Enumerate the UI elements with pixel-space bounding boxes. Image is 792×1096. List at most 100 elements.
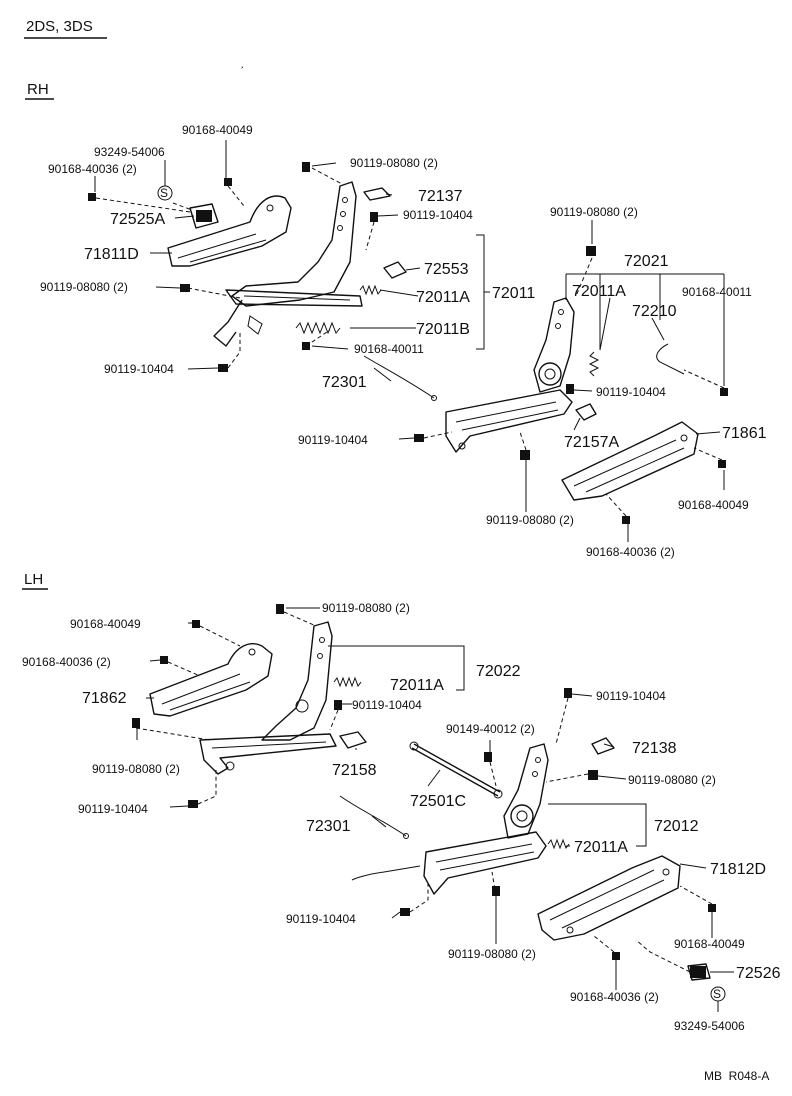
lh-handle-bar <box>351 865 421 881</box>
rh-label-90119-10404-bottom: 90119-10404 <box>298 433 368 447</box>
lh-bolt-90119-08080-right <box>588 770 598 780</box>
rh-label-72553: 72553 <box>424 261 469 278</box>
lh-recliner-gear <box>510 804 534 828</box>
rh-label-90168-40036-right: 90168-40036 (2) <box>586 545 675 559</box>
rh-track <box>445 389 573 453</box>
lh-rod-end-2 <box>493 789 503 799</box>
lh-label-72158: 72158 <box>332 762 377 779</box>
lh-arm-hole-2 <box>532 771 538 777</box>
rh-clip-body <box>196 210 212 222</box>
rh-right-leaders <box>398 220 725 542</box>
rh-gear-hub <box>544 368 556 380</box>
lh-label-90168-40036-bottom: 90168-40036 (2) <box>570 990 659 1004</box>
rh-track-foot <box>458 442 466 450</box>
rh-cover-71861 <box>561 421 699 501</box>
rh-label-72137: 72137 <box>418 188 463 205</box>
rh-label-72210: 72210 <box>632 303 677 320</box>
rh-cover-71861-hole <box>680 434 688 442</box>
rh-label-72301: 72301 <box>322 374 367 391</box>
lh-right-dash-lines <box>409 697 713 973</box>
rh-bracket-72011 <box>476 234 490 350</box>
rh-label-71861: 71861 <box>722 425 767 442</box>
lh-rod-end-1 <box>409 741 419 751</box>
lh-label-72138: 72138 <box>632 740 677 757</box>
lh-cover-71862 <box>149 643 273 717</box>
lh-bolt-90119-10404-right <box>564 688 572 698</box>
rh-bolt-90119-10404-bottom <box>414 434 424 442</box>
rh-section-label: RH <box>27 81 49 98</box>
rh-cable-72301 <box>363 355 435 399</box>
lh-bolt-90168-40049 <box>192 620 200 628</box>
rh-adjuster-frame <box>231 181 357 307</box>
rh-label-90119-08080-bottom: 90119-08080 (2) <box>486 513 574 527</box>
lh-right-leaders <box>391 693 734 1012</box>
lh-frame-hole-1 <box>319 637 325 643</box>
rh-bolt-90119-08080-bottom <box>520 450 530 460</box>
rh-label-71811D: 71811D <box>84 246 139 263</box>
rh-bolt-90168-40036 <box>88 193 96 201</box>
rh-label-72011A: 72011A <box>416 289 470 306</box>
stray-mark: ˏ <box>240 55 244 69</box>
lh-bolt-90149-40012 <box>484 752 492 762</box>
lh-arm-hole-1 <box>535 757 541 763</box>
rh-leaders-left <box>94 140 421 382</box>
rh-plate-72553 <box>383 261 407 279</box>
lh-label-90119-10404-bottom: 90119-10404 <box>286 912 356 926</box>
rh-track-cover-71811D <box>167 195 292 267</box>
lh-cover-71812D-hole-2 <box>566 926 574 934</box>
rh-label-72011: 72011 <box>492 285 535 302</box>
lh-spring-right <box>547 838 570 850</box>
rh-track-rails <box>455 401 559 431</box>
rh-bracket <box>247 315 263 335</box>
lh-adjuster-frame <box>261 621 333 741</box>
lh-label-72012: 72012 <box>654 818 699 835</box>
lh-label-90119-08080-bottom: 90119-08080 (2) <box>448 947 536 961</box>
lh-label-90119-10404-right: 90119-10404 <box>596 689 666 703</box>
rh-bolt-90119-08080-top <box>302 162 310 172</box>
lh-bolt-90168-40036 <box>160 656 168 664</box>
rh-frame-hole-3 <box>337 225 343 231</box>
lh-label-90119-10404-left: 90119-10404 <box>78 802 148 816</box>
lh-rail <box>199 733 337 775</box>
rh-cable-end <box>431 395 437 401</box>
rh-label-72011B: 72011B <box>416 321 470 338</box>
lh-bolt-90119-08080-top <box>276 604 284 614</box>
footer-code: MB R048-A <box>704 1069 769 1083</box>
rh-bolt-90168-40036-right <box>622 516 630 524</box>
lh-label-93249-54006: 93249-54006 <box>674 1019 745 1033</box>
lh-s-symbol: S <box>713 987 721 1001</box>
lh-label-90168-40049-bottom: 90168-40049 <box>674 937 745 951</box>
lh-left-leaders <box>136 607 465 828</box>
rh-bolt-90119-08080-left <box>180 284 190 292</box>
lh-cover-hole <box>248 648 256 656</box>
lh-label-72526: 72526 <box>736 965 781 982</box>
rh-s-symbol: S <box>160 186 168 200</box>
lh-label-72022: 72022 <box>476 663 521 680</box>
lh-clip-72138 <box>591 737 615 755</box>
rh-left-assembly: S <box>88 140 490 401</box>
rh-label-90119-10404-left: 90119-10404 <box>104 362 174 376</box>
rh-frame-hole-1 <box>342 197 348 203</box>
rh-label-72525A: 72525A <box>110 211 165 228</box>
lh-clip-72526-body <box>690 966 706 978</box>
rh-clip-72525A <box>189 203 219 229</box>
lh-left-dash-lines <box>135 611 339 805</box>
lh-track-rails <box>435 843 535 871</box>
rh-label-93249-54006: 93249-54006 <box>94 145 165 159</box>
rh-link-72210 <box>656 343 685 375</box>
lh-label-90119-08080-top: 90119-08080 (2) <box>322 601 410 615</box>
lh-bolt-90119-10404-left <box>188 800 198 808</box>
rh-bolt-90119-10404-left <box>218 364 228 372</box>
lh-cable-72301 <box>339 795 407 837</box>
lh-left-assembly <box>132 604 465 839</box>
rh-label-72021: 72021 <box>624 253 669 270</box>
lh-label-90168-40049: 90168-40049 <box>70 617 141 631</box>
rh-frame-hole-2 <box>340 211 346 217</box>
lh-label-72301: 72301 <box>306 818 351 835</box>
rh-label-90168-40049-right: 90168-40049 <box>678 498 749 512</box>
lh-rod-72501C <box>411 743 501 797</box>
model-label: 2DS, 3DS <box>26 18 93 35</box>
lh-cover-71812D-hole <box>662 868 670 876</box>
lh-clip-72158 <box>339 731 367 749</box>
